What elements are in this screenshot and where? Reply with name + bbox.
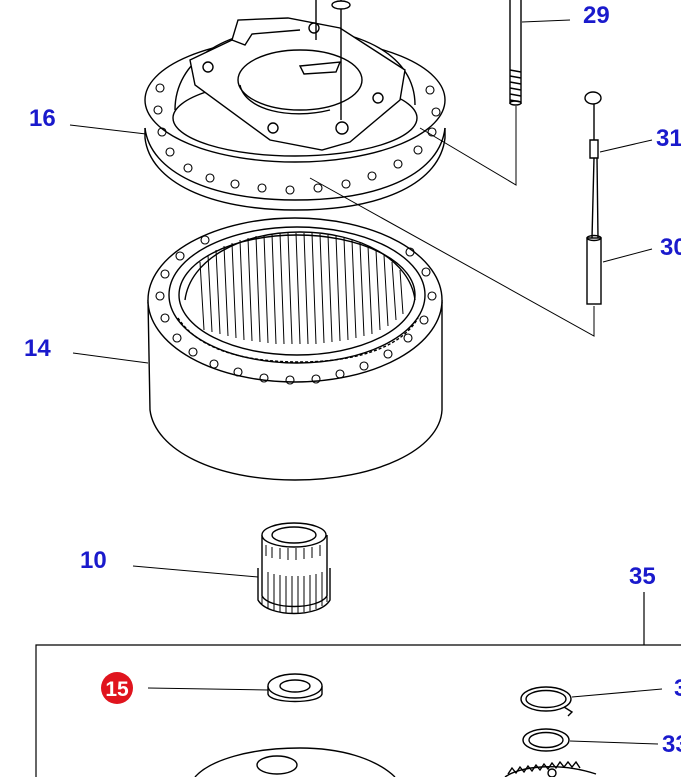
part-29-stud — [509, 0, 522, 106]
callout-10: 10 — [80, 547, 107, 574]
callout-30: 30 — [660, 234, 681, 261]
kit-35-box — [35, 592, 681, 777]
leader-lines — [69, 19, 663, 745]
callout-16: 16 — [29, 105, 56, 132]
part-31-dipstick — [584, 91, 602, 239]
callout-35: 35 — [629, 563, 656, 590]
callout-15: 15 — [105, 678, 129, 701]
assembly-lines — [309, 106, 595, 337]
callout-14: 14 — [24, 335, 51, 362]
callout-31: 31 — [656, 125, 681, 152]
part-10-sun-gear — [257, 522, 331, 615]
part-15-washer — [267, 673, 323, 703]
part-32-snap-ring — [520, 686, 574, 717]
part-33-ring — [522, 728, 570, 752]
callout-33: 33 — [662, 731, 681, 758]
callout-32: 32 — [674, 675, 681, 702]
part-14-ring-gear — [147, 217, 443, 481]
callout-15-badge: 15 — [101, 672, 133, 704]
part-30-sleeve — [586, 234, 602, 305]
part-16-cover — [144, 0, 446, 211]
planet-carrier — [194, 747, 597, 777]
callout-29: 29 — [583, 2, 610, 29]
callout-labels: 29 16 31 30 14 10 35 15 32 33 — [24, 2, 681, 758]
